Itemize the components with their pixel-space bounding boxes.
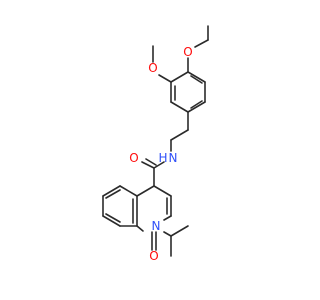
double-bond-inner [190,100,203,109]
bond [141,161,155,169]
methoxy-left [152,45,172,83]
bond [170,129,189,141]
isopropyl-group [163,225,189,257]
methoxy-top [187,25,209,73]
bond [136,185,155,197]
bond [163,231,172,237]
hydrogen-atom-label: H [158,151,167,165]
bond [153,185,172,197]
bond [153,161,165,169]
oxygen-atom-label: O [129,151,138,165]
double-bond-inner [105,213,121,223]
bond [194,39,209,48]
bond [145,158,157,166]
bond [187,101,206,113]
bond [170,101,189,113]
nitrogen-atom-label: N [169,151,178,165]
ethyl-linker [170,111,189,152]
bond [170,71,189,83]
bond [158,74,172,83]
nitrogen-atom-label: N [152,219,161,233]
bond [170,225,189,237]
bond [136,225,144,232]
pyridone-ring [136,185,172,251]
bond [102,185,121,197]
structure-drawing: O O N H O N O [102,25,209,263]
bond [163,215,172,221]
amide-group [141,158,165,187]
oxygen-atom-label: O [148,61,157,75]
molecule-canvas: O O N H O N O [102,25,209,263]
oxygen-atom-label: O [183,45,192,59]
oxygen-atom-label: O [149,249,158,263]
benzo-ring [102,185,138,227]
double-bond-inner [105,189,121,199]
double-bond-inner [190,75,203,84]
dimethoxyphenyl-ring [170,71,206,113]
bond [187,71,206,83]
bond [102,215,121,227]
bond [119,185,138,197]
